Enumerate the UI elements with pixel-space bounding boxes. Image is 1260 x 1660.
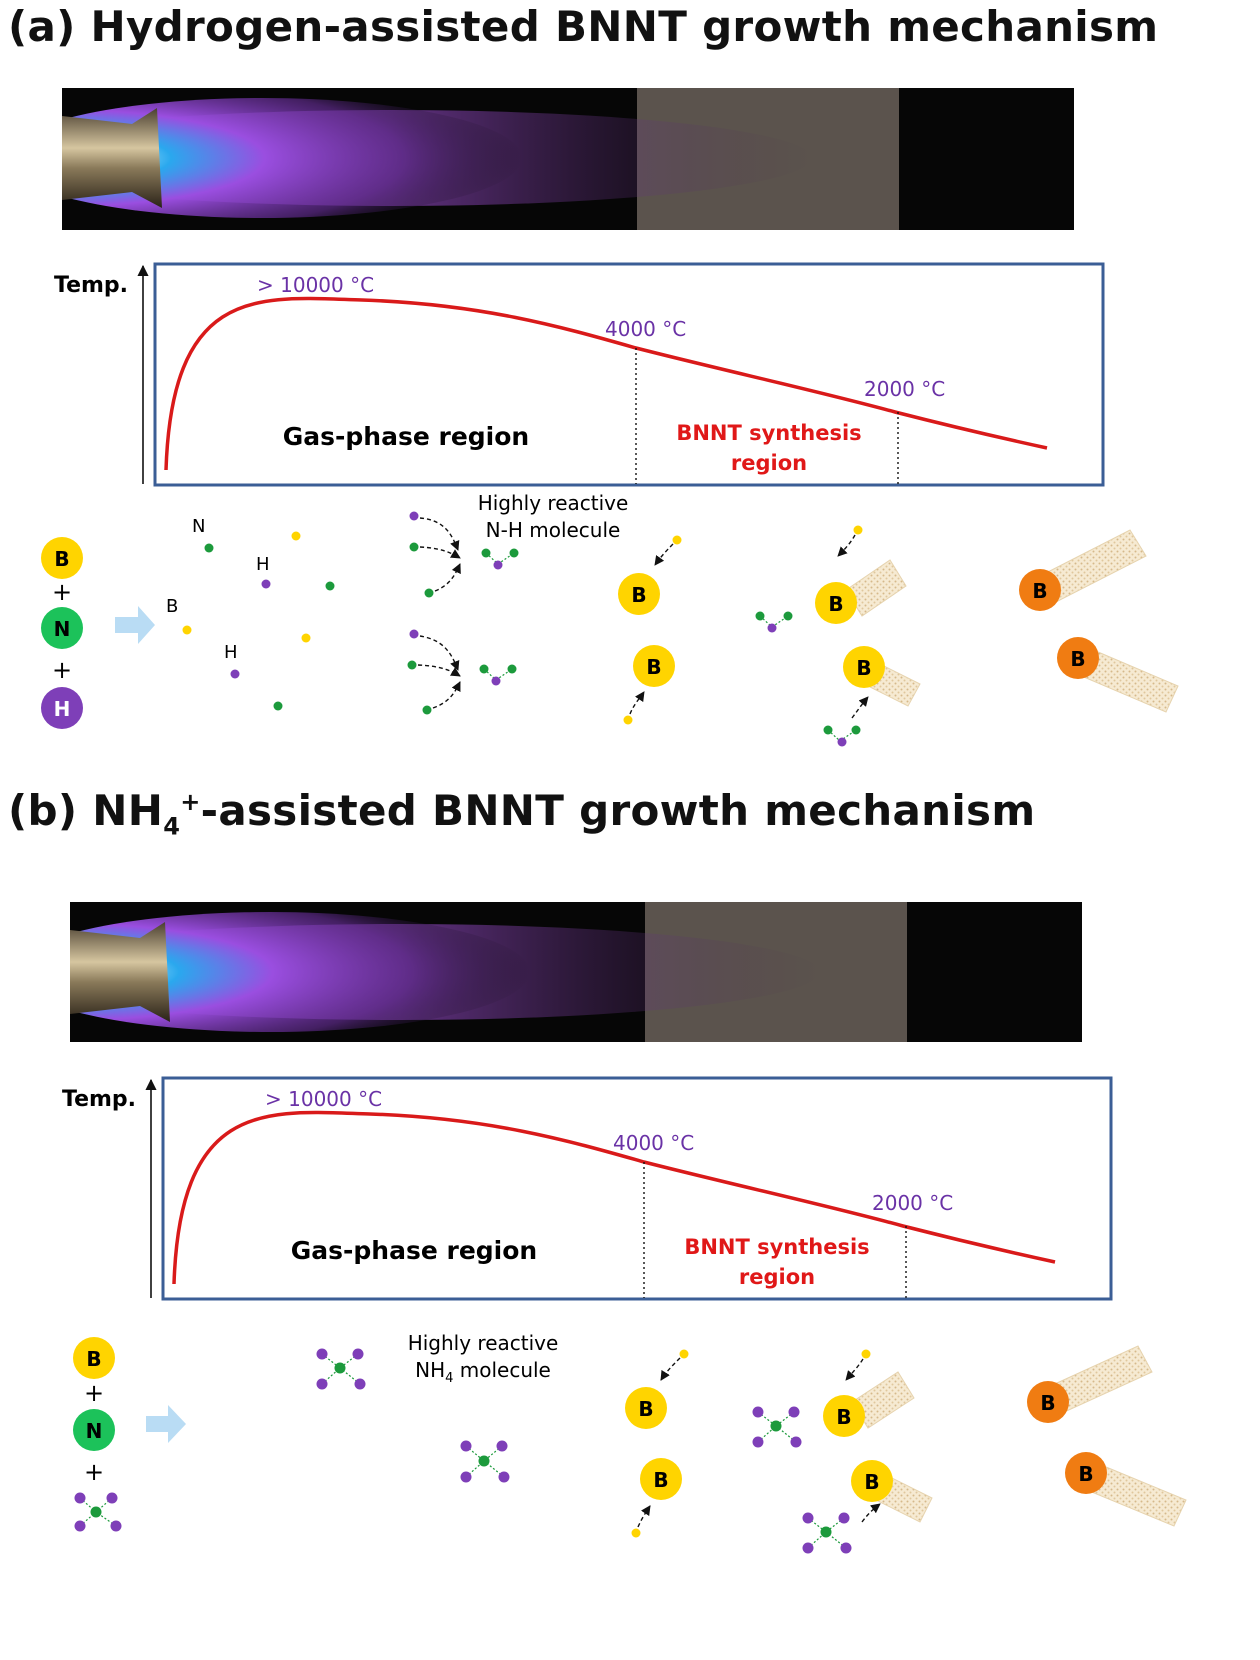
synthesis-region-label-2: region (731, 451, 807, 475)
nh4-molecule (317, 1349, 366, 1390)
temp-axis-label: Temp. (62, 1087, 136, 1112)
boron-atom (292, 532, 301, 541)
panel-a-title-text: (a) Hydrogen-assisted BNNT growth mechan… (8, 2, 1158, 51)
gas-phase-region-label: Gas-phase region (291, 1236, 537, 1265)
svg-text:B: B (1078, 1462, 1093, 1486)
mid-temp-label: 4000 °C (605, 317, 686, 341)
nh-molecule (756, 612, 793, 633)
svg-text:B: B (836, 1405, 851, 1429)
temperature-profile-b: Temp. > 10000 °C 4000 °C 2000 °C Gas-pha… (70, 1066, 1150, 1316)
torch-nozzle (62, 108, 162, 208)
nitrogen-atom (205, 544, 214, 553)
panel-a-title: (a) Hydrogen-assisted BNNT growth mechan… (8, 2, 1158, 51)
synthesis-region-label-2: region (739, 1265, 815, 1289)
bnnt-grown: B (1065, 1452, 1186, 1526)
hydrogen-atom (262, 580, 271, 589)
panel-b-title-suffix: -assisted BNNT growth mechanism (201, 786, 1036, 835)
atom-label-b: B (166, 596, 178, 617)
plus-sign-1: + (52, 578, 72, 606)
torch-nozzle (70, 922, 170, 1022)
low-temp-label: 2000 °C (864, 377, 945, 401)
plasma-flame-illustration (62, 88, 1074, 230)
panel-b-title-prefix: (b) NH (8, 786, 163, 835)
plasma-torch-image-b (70, 902, 1082, 1042)
nitrogen-atom (326, 582, 335, 591)
nh4-molecule-label-1: Highly reactive (408, 1331, 559, 1355)
svg-text:B: B (1040, 1391, 1055, 1415)
boron-atom (302, 634, 311, 643)
bnnt-grown: B (1027, 1346, 1152, 1423)
mechanism-a: B + N + H N H B H Highly reactive N-H mo… (0, 490, 1260, 770)
bnnt-grown: B (1057, 637, 1178, 712)
peak-temp-label: > 10000 °C (265, 1087, 382, 1111)
svg-text:B: B (864, 1470, 879, 1494)
synthesis-region-label-1: BNNT synthesis (676, 421, 861, 445)
svg-text:N: N (54, 617, 71, 641)
svg-text:B: B (631, 583, 646, 607)
mid-temp-label: 4000 °C (613, 1131, 694, 1155)
reactant-boron: B (73, 1337, 115, 1379)
svg-text:B: B (828, 592, 843, 616)
svg-text:B: B (1070, 647, 1085, 671)
bnnt-growing: B (823, 1350, 914, 1438)
plus-sign-2: + (84, 1458, 104, 1486)
atom-label-h-2: H (224, 642, 238, 663)
nh-molecule-label-1: Highly reactive (478, 491, 629, 515)
temperature-profile-a: Temp. > 10000 °C 4000 °C 2000 °C Gas-pha… (62, 252, 1142, 502)
panel-b-title: (b) NH4+-assisted BNNT growth mechanism (8, 786, 1035, 840)
nh-molecule-label-2: N-H molecule (486, 518, 621, 542)
boron-droplet: B (625, 1350, 689, 1430)
bnnt-grown: B (1019, 530, 1146, 611)
svg-text:B: B (54, 547, 69, 571)
nh4-molecule (753, 1407, 802, 1448)
bnnt-growing: B (815, 526, 906, 625)
nh-formation-bottom (408, 630, 517, 715)
reactant-hydrogen: H (41, 687, 83, 729)
plus-sign-2: + (52, 656, 72, 684)
process-arrow-icon (146, 1405, 186, 1443)
plus-sign-1: + (84, 1379, 104, 1407)
hydrogen-atom (231, 670, 240, 679)
atom-label-h-1: H (256, 554, 270, 575)
boron-droplet: B (632, 1458, 683, 1538)
svg-text:B: B (646, 655, 661, 679)
svg-text:H: H (54, 697, 71, 721)
panel-b-title-sup: + (180, 788, 200, 816)
boron-droplet: B (618, 536, 682, 616)
reactant-nitrogen: N (73, 1409, 115, 1451)
nh4-molecule-label-2: NH4 molecule (415, 1358, 551, 1386)
process-arrow-icon (115, 606, 155, 644)
plasma-flame-illustration (70, 902, 1082, 1042)
reactant-nitrogen: N (41, 607, 83, 649)
synthesis-region-label-1: BNNT synthesis (684, 1235, 869, 1259)
boron-atom (183, 626, 192, 635)
boron-droplet: B (624, 645, 676, 725)
svg-text:B: B (638, 1397, 653, 1421)
atom-label-n: N (192, 516, 205, 537)
peak-temp-label: > 10000 °C (257, 273, 374, 297)
reactant-nh4 (75, 1493, 122, 1532)
svg-text:B: B (1032, 579, 1047, 603)
nitrogen-atom (274, 702, 283, 711)
svg-text:B: B (856, 656, 871, 680)
svg-text:B: B (86, 1347, 101, 1371)
plasma-torch-image-a (62, 88, 1074, 230)
nh4-molecule (461, 1441, 510, 1483)
temp-axis-label: Temp. (54, 273, 128, 298)
reactant-boron: B (41, 537, 83, 579)
bnnt-growing: B (803, 1460, 933, 1554)
panel-b-title-sub: 4 (163, 812, 180, 840)
svg-text:N: N (86, 1419, 103, 1443)
low-temp-label: 2000 °C (872, 1191, 953, 1215)
svg-text:B: B (653, 1468, 668, 1492)
bnnt-growing: B (824, 646, 921, 747)
gas-phase-region-label: Gas-phase region (283, 422, 529, 451)
mechanism-b: B + N + (0, 1320, 1260, 1600)
